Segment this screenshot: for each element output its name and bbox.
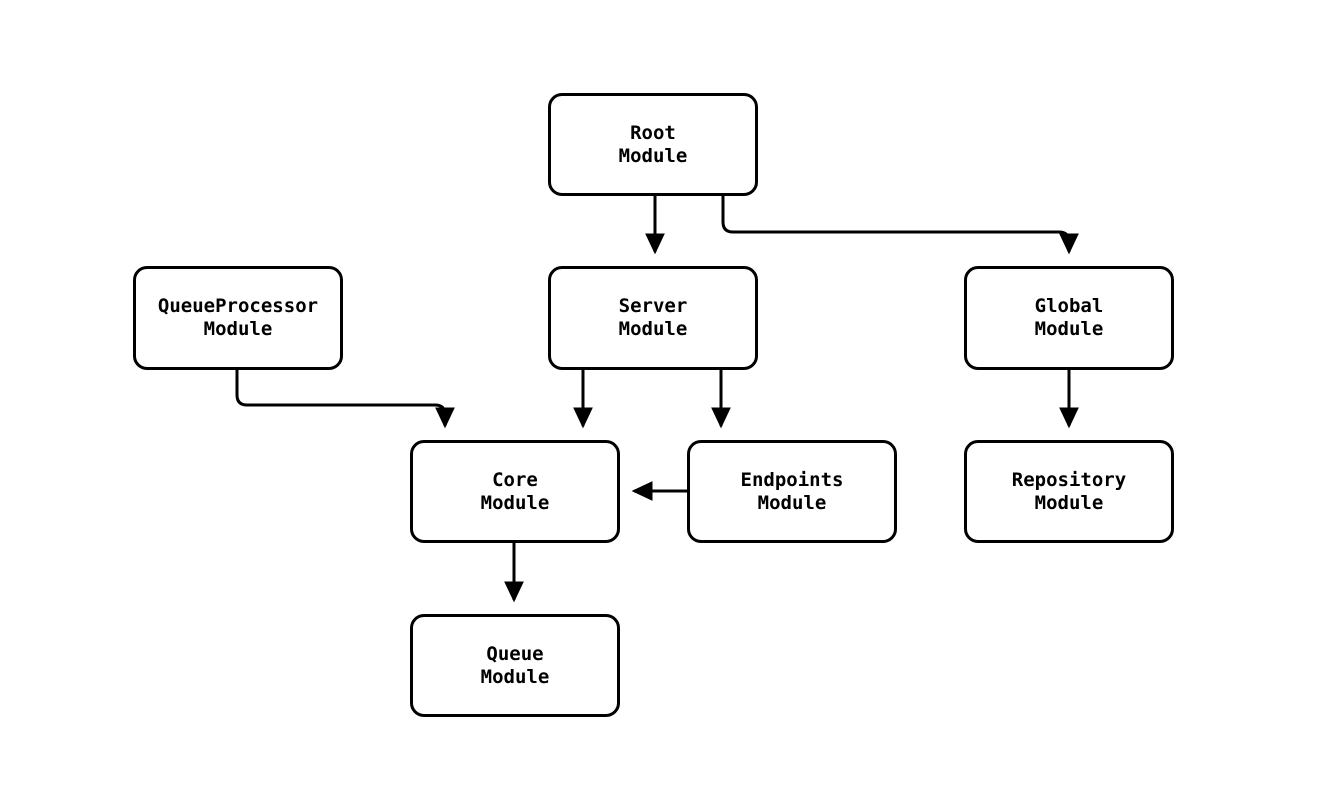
node-root-module[interactable]: Root Module bbox=[548, 93, 758, 196]
node-repository-module[interactable]: Repository Module bbox=[964, 440, 1174, 543]
node-server-module[interactable]: Server Module bbox=[548, 266, 758, 370]
node-queue-module-label: Queue Module bbox=[480, 642, 550, 688]
node-queue-module[interactable]: Queue Module bbox=[410, 614, 620, 717]
edge-queueprocessor-to-core bbox=[235, 370, 455, 429]
edge-root-to-global bbox=[721, 196, 1079, 255]
node-queueprocessor-module-label: QueueProcessor Module bbox=[157, 295, 319, 340]
node-core-module-label: Core Module bbox=[480, 468, 550, 514]
node-queueprocessor-module[interactable]: QueueProcessor Module bbox=[133, 266, 343, 370]
node-global-module[interactable]: Global Module bbox=[964, 266, 1174, 370]
node-repository-module-label: Repository Module bbox=[1011, 468, 1127, 514]
node-global-module-label: Global Module bbox=[1034, 295, 1104, 340]
node-endpoints-module[interactable]: Endpoints Module bbox=[687, 440, 897, 543]
node-endpoints-module-label: Endpoints Module bbox=[740, 468, 844, 514]
node-root-module-label: Root Module bbox=[618, 121, 688, 167]
node-core-module[interactable]: Core Module bbox=[410, 440, 620, 543]
node-server-module-label: Server Module bbox=[618, 295, 688, 340]
